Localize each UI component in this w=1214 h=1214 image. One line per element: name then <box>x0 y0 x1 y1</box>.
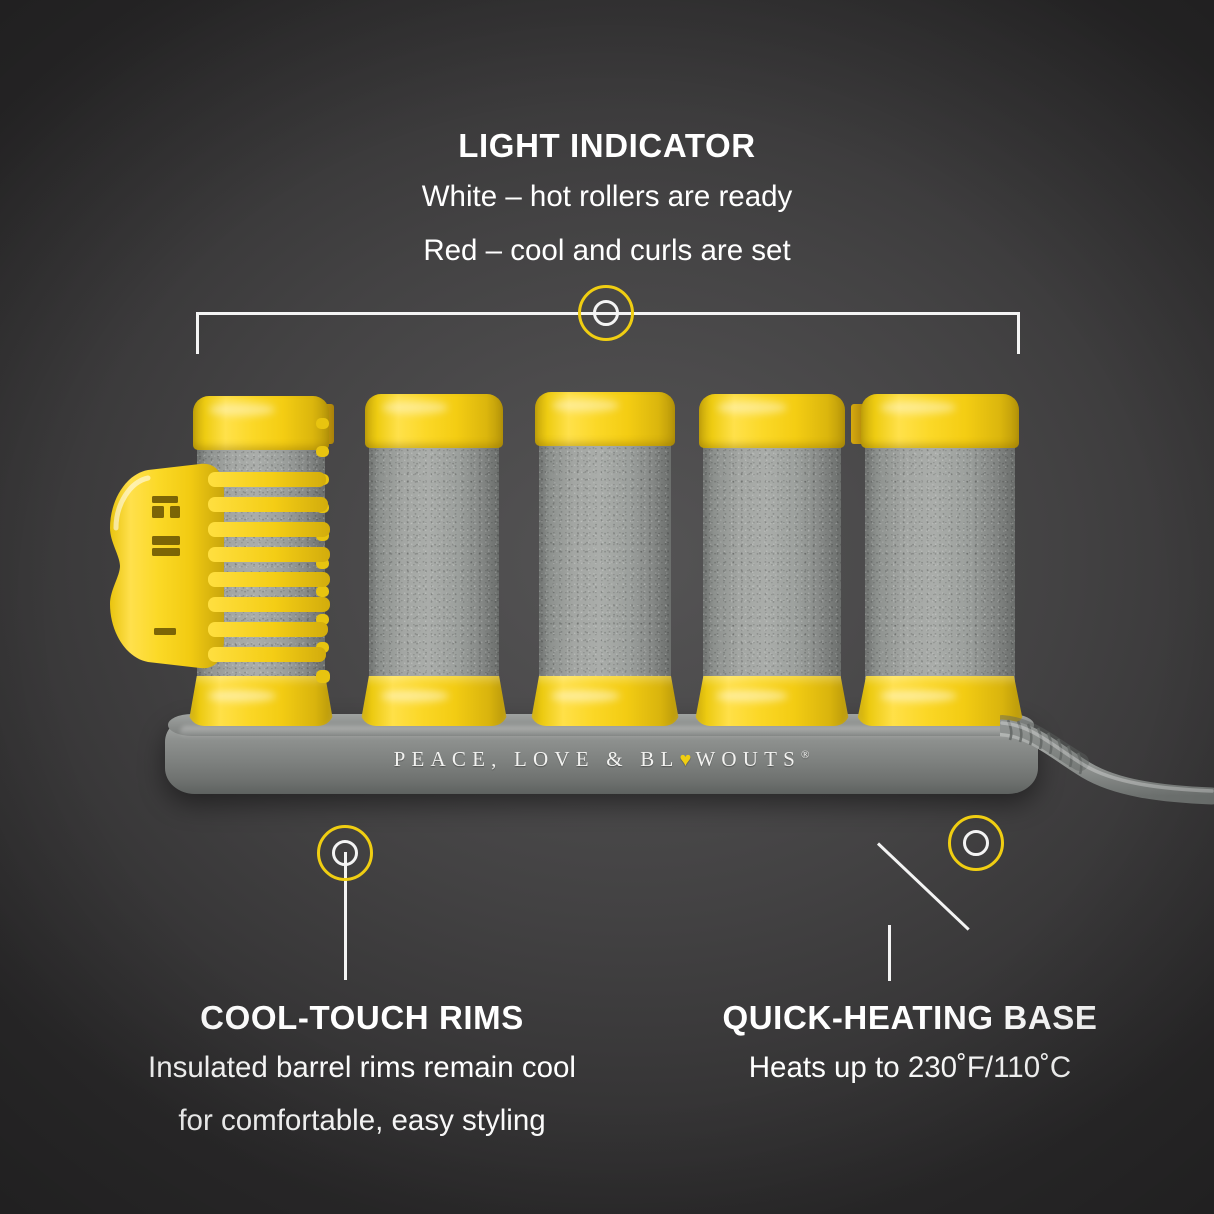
callout-quick-heating-base: QUICK-HEATING BASE Heats up to 230˚F/110… <box>640 999 1180 1089</box>
light-indicator-heading: LIGHT INDICATOR <box>458 127 756 164</box>
marker-outer-ring-icon <box>578 285 634 341</box>
callout-marker-cool-touch-rims[interactable] <box>317 825 373 881</box>
brand-engraving: PEACE, LOVE & BL♥WOUTS® <box>165 747 1038 772</box>
quick-heating-line-1: Heats up to 230˚F/110˚C <box>748 1051 1072 1085</box>
power-cord <box>1000 715 1214 805</box>
callout-marker-light-indicator[interactable] <box>578 285 634 341</box>
base-highlight <box>180 726 1020 738</box>
roller-2 <box>360 394 508 726</box>
cool-touch-line-2: for comfortable, easy styling <box>178 1104 546 1137</box>
cool-touch-line-1: Insulated barrel rims remain cool <box>148 1051 576 1085</box>
roller-bottom-rim <box>856 676 1024 726</box>
registered-trademark-icon: ® <box>801 749 810 761</box>
marker-outer-ring-icon <box>317 825 373 881</box>
marker-inner-ring-icon <box>593 300 619 326</box>
cool-touch-leader-line <box>344 852 347 980</box>
light-indicator-line-2: Red – cool and curls are set <box>423 234 791 267</box>
roller-4 <box>694 394 850 726</box>
callout-light-indicator: LIGHT INDICATOR White – hot rollers are … <box>0 127 1214 272</box>
quick-heating-heading: QUICK-HEATING BASE <box>722 999 1098 1036</box>
roller-bottom-rim <box>530 676 680 726</box>
roller-top-cap <box>365 394 503 448</box>
roller-top-cap <box>193 396 329 450</box>
roller-barrel <box>539 394 671 723</box>
roller-barrel <box>703 396 841 723</box>
heart-icon: ♥ <box>679 749 696 771</box>
brand-text-before: PEACE, LOVE & BL <box>393 747 680 771</box>
bracket-left-tick <box>196 312 199 354</box>
roller-bottom-rim <box>360 676 508 726</box>
callout-marker-quick-heating-base[interactable] <box>948 815 1004 871</box>
roller-barrel <box>865 396 1015 723</box>
roller-top-cap <box>535 392 675 446</box>
marker-inner-ring-icon <box>963 830 989 856</box>
quick-heating-leader-vertical <box>888 925 891 981</box>
roller-bottom-rim <box>188 676 334 726</box>
cool-touch-heading: COOL-TOUCH RIMS <box>200 999 524 1036</box>
marker-inner-ring-icon <box>332 840 358 866</box>
brand-text-after: WOUTS <box>695 747 802 771</box>
marker-outer-ring-icon <box>948 815 1004 871</box>
bracket-right-tick <box>1017 312 1020 354</box>
roller-3 <box>530 392 680 726</box>
callout-cool-touch-rims: COOL-TOUCH RIMS Insulated barrel rims re… <box>42 999 682 1142</box>
roller-5 <box>856 394 1024 726</box>
light-indicator-line-1: White – hot rollers are ready <box>421 180 793 214</box>
comb-clip <box>110 463 330 669</box>
roller-barrel <box>369 396 499 723</box>
roller-top-cap <box>861 394 1019 448</box>
roller-top-cap <box>699 394 845 448</box>
roller-bottom-rim <box>694 676 850 726</box>
